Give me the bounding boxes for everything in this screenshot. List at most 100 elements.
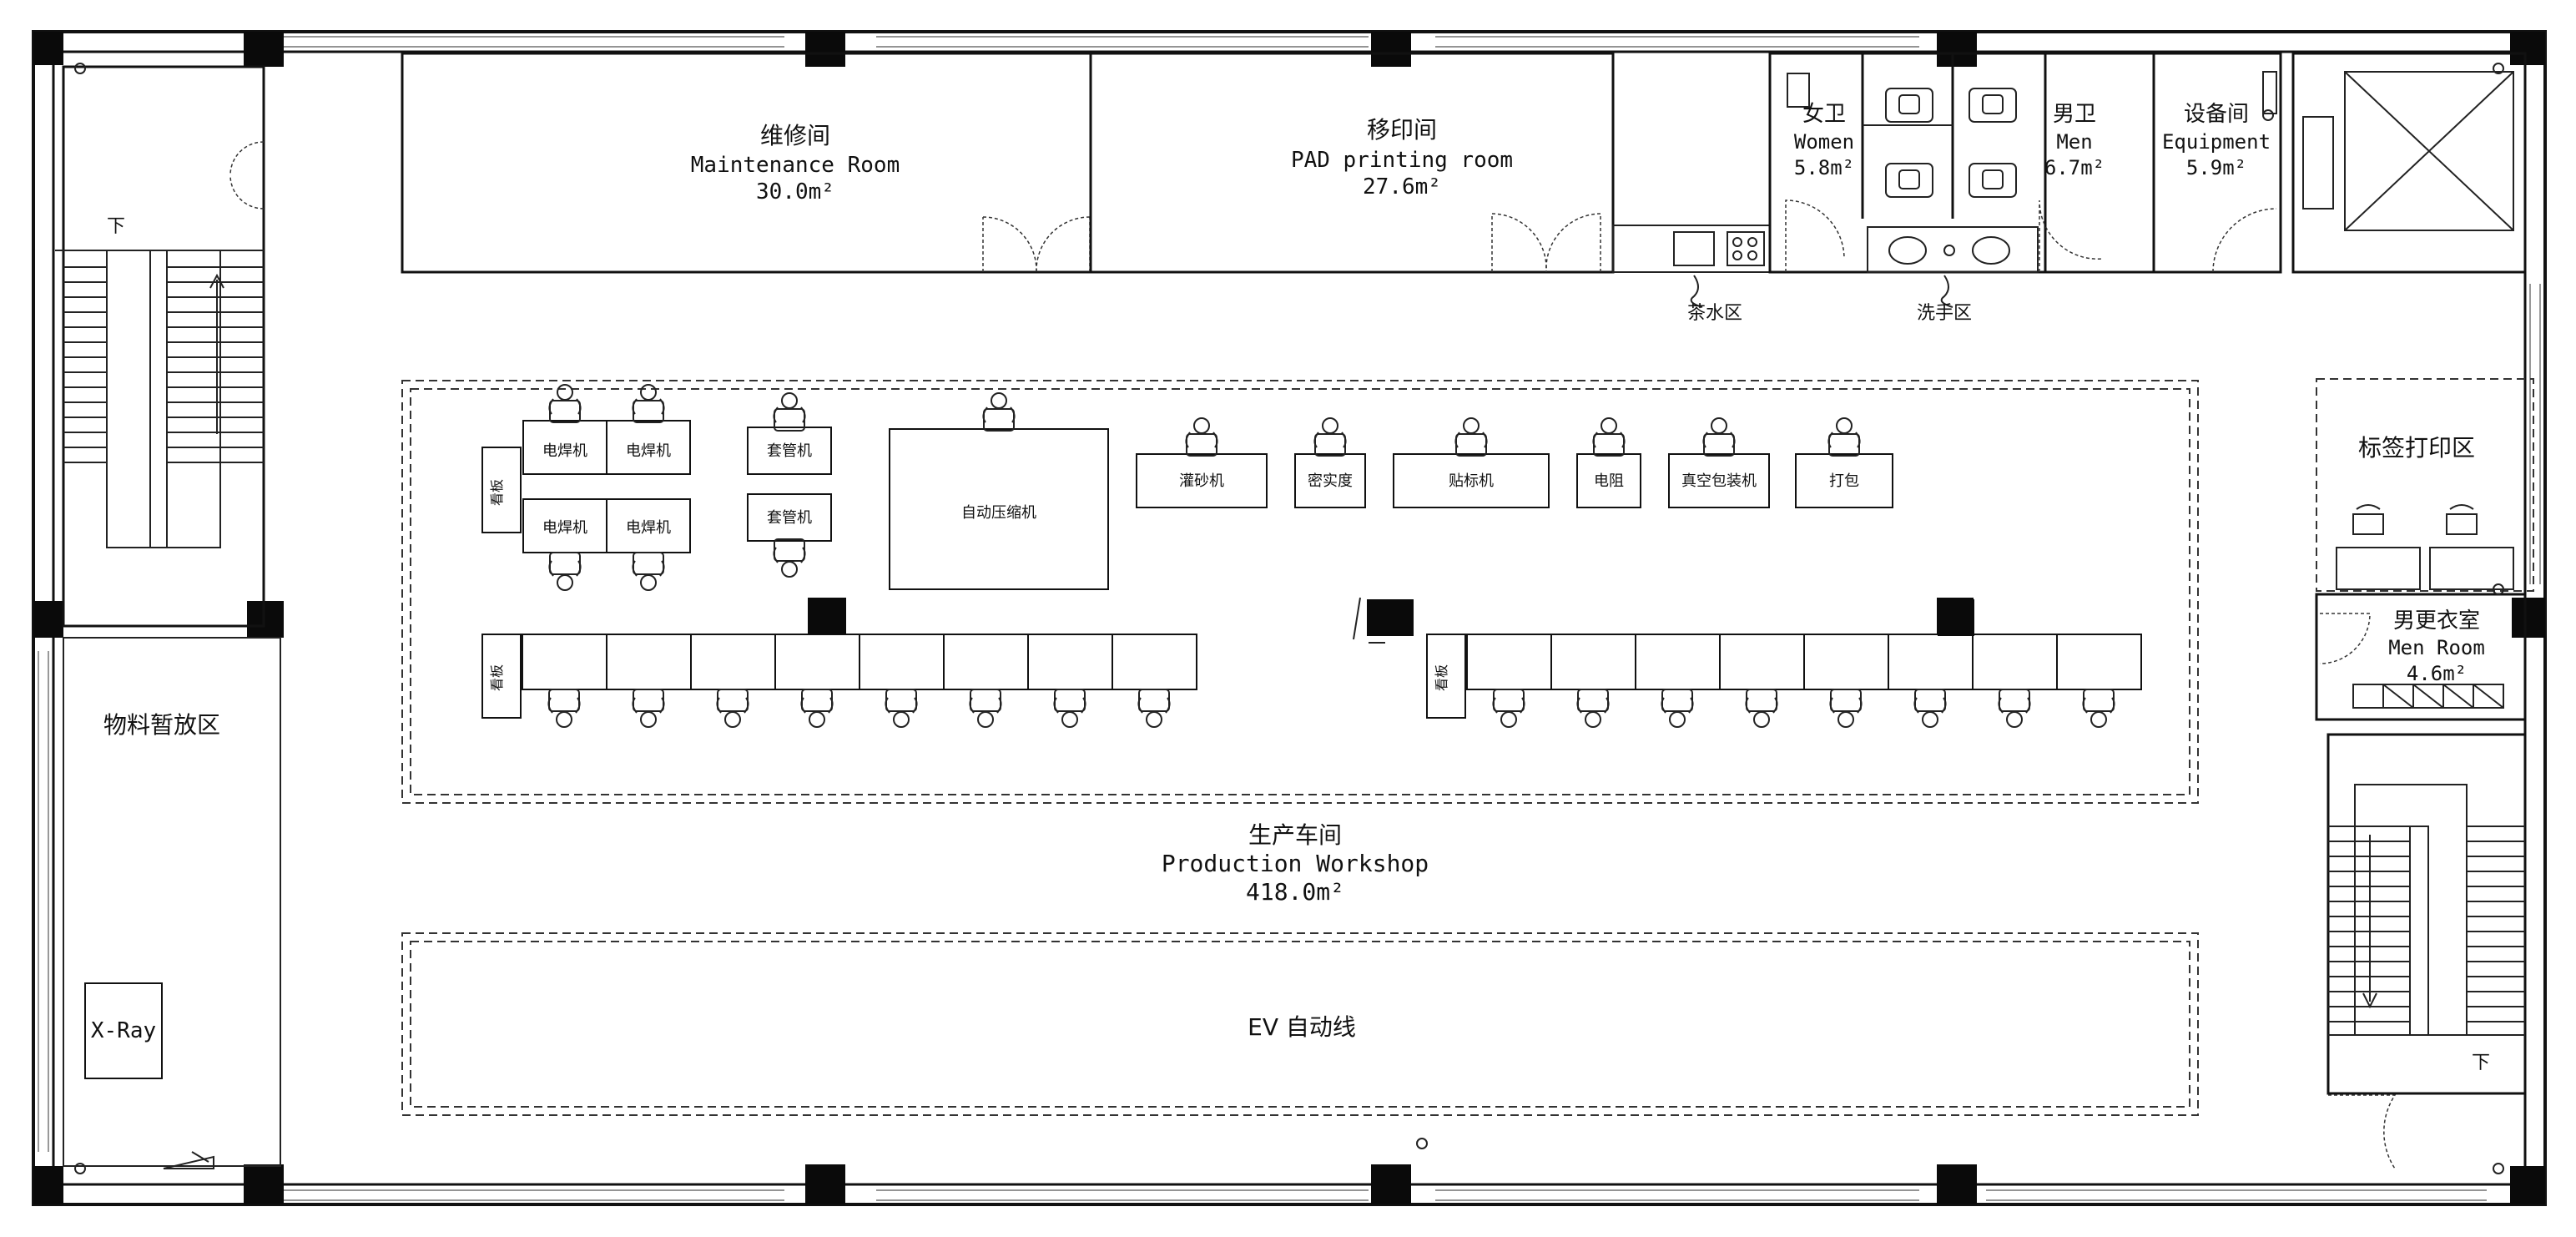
bench-row-left: 看板 xyxy=(481,634,1197,719)
column xyxy=(33,32,63,65)
chair-icon xyxy=(2352,504,2384,535)
bench-cell xyxy=(522,634,607,690)
production-zone xyxy=(401,380,2199,804)
column xyxy=(247,601,284,638)
washroom-block: 洗手区 女卫 Women 5.8m² 男卫 Men 6.7m² xyxy=(1768,52,2155,324)
men-room-en: Men xyxy=(2056,130,2092,154)
tea-area: 茶水区 xyxy=(1612,225,1771,324)
bench-cell xyxy=(1550,634,1636,690)
toilet-icon xyxy=(1885,163,1933,198)
workstation-icon xyxy=(1353,597,1385,644)
ev-automatic-line: EV 自动线 xyxy=(401,932,2199,1116)
xray-machine xyxy=(84,982,163,1079)
maintenance-room: 维修间 Maintenance Room 30.0m² xyxy=(401,52,1092,274)
worker-icon xyxy=(547,689,581,728)
machine-station xyxy=(1136,453,1268,508)
machine-label: 灌砂机 xyxy=(1179,472,1224,490)
welder-station xyxy=(606,420,691,475)
label-printing-area: 标签打印区 xyxy=(2316,378,2534,592)
workshop-en: Production Workshop xyxy=(1162,850,1429,877)
worker-icon xyxy=(885,689,918,728)
xray-label: X-Ray xyxy=(91,1018,156,1043)
men-room-area: 6.7m² xyxy=(2044,156,2105,179)
welder-cluster: 看板 电焊机 电焊机 电焊机 电焊机 xyxy=(481,420,691,553)
worker-icon xyxy=(1827,417,1861,457)
worker-icon xyxy=(632,552,665,591)
worker-icon xyxy=(1592,417,1626,457)
worker-icon xyxy=(969,689,1002,728)
bench-cabinet-label: 看板 xyxy=(1434,664,1449,691)
bench-cell xyxy=(859,634,945,690)
worker-icon xyxy=(1185,417,1218,457)
pad-printing-room: 移印间 PAD printing room 27.6m² xyxy=(1089,52,1615,274)
sink-icon xyxy=(1972,236,2010,265)
machine-station xyxy=(1795,453,1893,508)
welder-label: 电焊机 xyxy=(626,442,671,460)
pad-printing-room-area: 27.6m² xyxy=(1363,174,1441,199)
pad-printing-room-en: PAD printing room xyxy=(1291,148,1513,173)
column xyxy=(1937,1164,1977,1204)
toilet-icon xyxy=(1969,163,2017,198)
equipment-room-en: Equipment xyxy=(2162,130,2271,154)
chair-icon xyxy=(2446,504,2478,535)
sleeve-machine-label: 套管机 xyxy=(767,442,812,460)
material-storage-area: 物料暂放区 X-Ray xyxy=(63,637,281,1169)
column xyxy=(2510,1166,2545,1204)
bench-cell xyxy=(606,634,692,690)
maintenance-room-en: Maintenance Room xyxy=(691,153,900,178)
welder-station xyxy=(522,420,607,475)
heat-press: 自动压缩机 xyxy=(889,428,1109,590)
column xyxy=(244,32,284,67)
worker-icon xyxy=(632,384,665,423)
machine-station xyxy=(1576,453,1641,508)
welder-label: 电焊机 xyxy=(542,519,587,537)
men-room-cn: 男卫 xyxy=(2053,102,2096,127)
worker-icon xyxy=(1998,689,2031,728)
toilet-icon xyxy=(1969,88,2017,123)
pad-printing-door xyxy=(1491,213,1601,273)
column xyxy=(805,32,845,67)
worker-icon xyxy=(1913,689,1947,728)
bench-cabinet-label: 看板 xyxy=(489,664,505,691)
worker-icon xyxy=(1829,689,1863,728)
machine-label: 贴标机 xyxy=(1449,472,1494,490)
worker-icon xyxy=(1053,689,1086,728)
equipment-room-area: 5.9m² xyxy=(2186,156,2246,179)
equipment-room-cn: 设备间 xyxy=(2184,102,2249,127)
column xyxy=(1371,32,1411,67)
marker-block xyxy=(1938,599,1974,636)
column xyxy=(244,1164,284,1204)
stair-down-label: 下 xyxy=(107,216,125,237)
worker-icon xyxy=(1313,417,1347,457)
worker-icon xyxy=(548,552,582,591)
column xyxy=(33,601,63,638)
elevator-shaft xyxy=(2291,52,2527,274)
welder-label: 电焊机 xyxy=(542,442,587,460)
side-cabinet xyxy=(481,447,522,533)
bench-cell xyxy=(2056,634,2142,690)
women-room-cn: 女卫 xyxy=(1802,102,1846,127)
side-cabinet-label: 看板 xyxy=(489,479,505,506)
workshop-area: 418.0m² xyxy=(1246,878,1344,906)
workshop-cn: 生产车间 xyxy=(1248,821,1342,849)
marker-block xyxy=(809,598,846,634)
bench-cell xyxy=(690,634,776,690)
bench-cell xyxy=(1719,634,1805,690)
column xyxy=(805,1164,845,1204)
tea-area-label: 茶水区 xyxy=(1687,303,1742,324)
column xyxy=(2512,598,2545,638)
worker-icon xyxy=(1492,689,1525,728)
machine-label: 打包 xyxy=(1829,472,1859,490)
column xyxy=(33,1166,63,1204)
worker-figures xyxy=(547,384,2115,728)
heat-press-label: 自动压缩机 xyxy=(961,504,1036,522)
bench-cell xyxy=(1027,634,1113,690)
equipment-room: 设备间 Equipment 5.9m² xyxy=(2152,52,2282,274)
sleeve-machines: 套管机 套管机 xyxy=(747,427,832,542)
worker-icon xyxy=(1454,417,1488,457)
pad-printing-room-cn: 移印间 xyxy=(1367,116,1437,144)
sink-icon xyxy=(1888,236,1927,265)
ev-line-label: EV 自动线 xyxy=(1248,1013,1356,1041)
machine-station xyxy=(1668,453,1770,508)
worker-icon xyxy=(548,384,582,423)
